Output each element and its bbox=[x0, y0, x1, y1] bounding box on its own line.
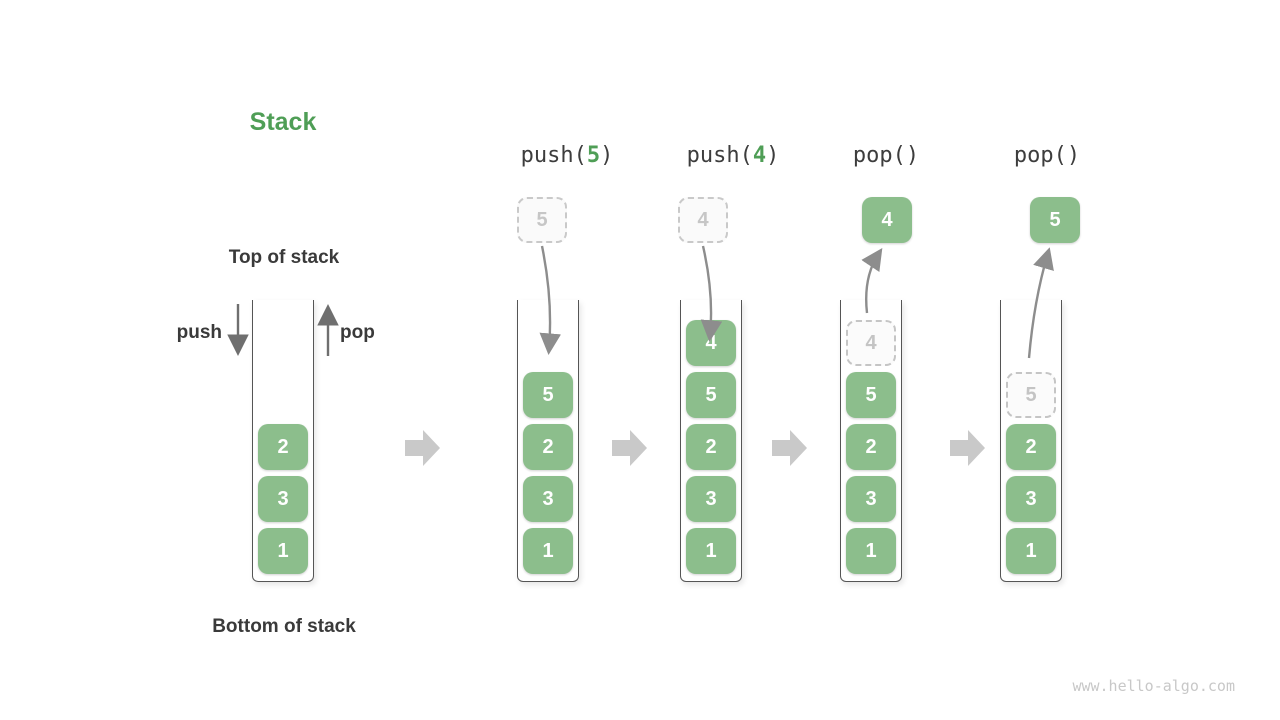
pushed-value-box: 4 bbox=[678, 197, 728, 243]
stack-item: 5 bbox=[523, 372, 573, 418]
stack-item: 1 bbox=[523, 528, 573, 574]
ghost-stack-item: 5 bbox=[1006, 372, 1056, 418]
pushed-value-box: 5 bbox=[517, 197, 567, 243]
op-prefix: push( bbox=[520, 143, 587, 168]
ghost-stack-item: 4 bbox=[846, 320, 896, 366]
stack-item: 1 bbox=[258, 528, 308, 574]
pop-label: pop bbox=[340, 322, 375, 343]
stack-container-initial bbox=[252, 300, 314, 582]
stack-item: 2 bbox=[1006, 424, 1056, 470]
popped-value-box: 4 bbox=[862, 197, 912, 243]
operation-label-push-5: push(5) bbox=[521, 143, 614, 168]
push-label: push bbox=[176, 322, 222, 343]
op-argument: 4 bbox=[752, 143, 767, 168]
stage-transition-arrow-icon bbox=[950, 430, 985, 466]
stack-item: 4 bbox=[686, 320, 736, 366]
op-suffix: ) bbox=[766, 143, 780, 168]
stage-transition-arrow-icon bbox=[772, 430, 807, 466]
stack-container-stage-4 bbox=[1000, 300, 1062, 582]
op-prefix: push( bbox=[686, 143, 753, 168]
diagram-title: Stack bbox=[249, 108, 317, 136]
op-suffix: ) bbox=[905, 143, 920, 168]
stage-transition-arrow-icon bbox=[405, 430, 440, 466]
stack-item: 3 bbox=[258, 476, 308, 522]
stage-transition-arrow-icon bbox=[612, 430, 647, 466]
stack-item: 1 bbox=[1006, 528, 1056, 574]
stack-item: 2 bbox=[686, 424, 736, 470]
op-argument: 5 bbox=[586, 143, 601, 168]
stack-item: 1 bbox=[846, 528, 896, 574]
popped-value-box: 5 bbox=[1030, 197, 1080, 243]
stack-item: 5 bbox=[686, 372, 736, 418]
op-prefix: pop( bbox=[852, 143, 906, 168]
stack-container-stage-3 bbox=[840, 300, 902, 582]
stack-item: 3 bbox=[846, 476, 896, 522]
top-of-stack-label: Top of stack bbox=[228, 247, 340, 268]
stack-item: 3 bbox=[686, 476, 736, 522]
bottom-of-stack-label: Bottom of stack bbox=[212, 616, 356, 637]
op-prefix: pop( bbox=[1013, 143, 1067, 168]
watermark: www.hello-algo.com bbox=[1072, 677, 1235, 695]
stack-item: 3 bbox=[523, 476, 573, 522]
stack-item: 5 bbox=[846, 372, 896, 418]
operation-label-pop-2: pop() bbox=[1014, 143, 1080, 168]
stack-item: 1 bbox=[686, 528, 736, 574]
stack-item: 2 bbox=[258, 424, 308, 470]
stack-container-stage-1 bbox=[517, 300, 579, 582]
stack-item: 2 bbox=[846, 424, 896, 470]
stack-item: 3 bbox=[1006, 476, 1056, 522]
operation-label-push-4: push(4) bbox=[687, 143, 780, 168]
operation-label-pop-1: pop() bbox=[853, 143, 919, 168]
op-suffix: ) bbox=[1066, 143, 1081, 168]
stack-item: 2 bbox=[523, 424, 573, 470]
op-suffix: ) bbox=[600, 143, 614, 168]
stack-container-stage-2 bbox=[680, 300, 742, 582]
